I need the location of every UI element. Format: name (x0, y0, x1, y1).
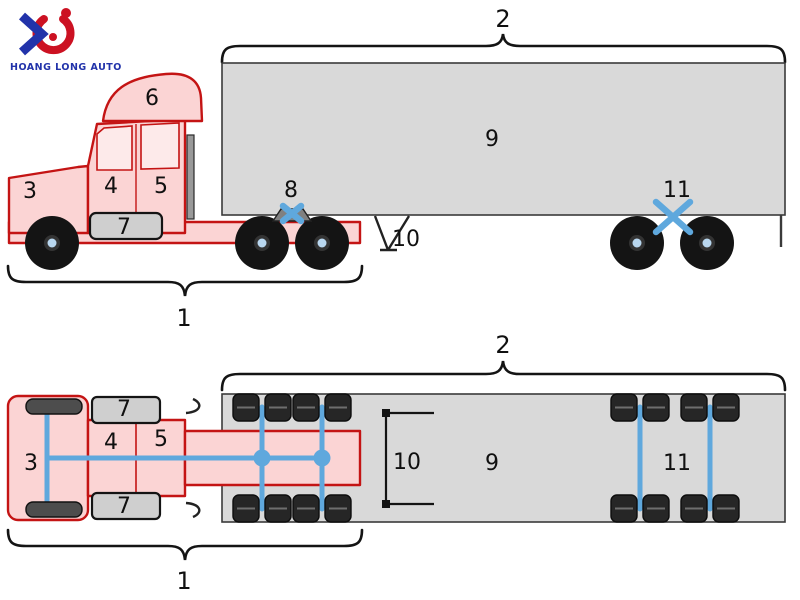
hub-dot (257, 238, 267, 248)
label-3-side: 3 (23, 179, 37, 204)
label-5-side: 5 (154, 174, 168, 199)
brand-logo: HOANG LONG AUTO (10, 8, 122, 73)
hub-dot (317, 238, 327, 248)
label-7-top-1: 7 (117, 397, 131, 422)
kingpin-marker (279, 202, 305, 225)
label-2-top: 2 (495, 331, 510, 359)
dimension-end-bottom (382, 500, 390, 508)
fuel-tank-top-2 (90, 491, 162, 521)
front-wheel-side (25, 216, 79, 270)
side-mirror-top (185, 397, 201, 415)
label-5-top: 5 (154, 427, 168, 452)
label-11-side: 11 (663, 178, 691, 203)
trailer-box-side (221, 62, 786, 216)
label-10-side: 10 (392, 227, 420, 252)
roof-fairing (101, 72, 204, 123)
label-9-top: 9 (485, 451, 499, 476)
top-view: 2 9 3 4 5 7 7 10 11 1 (6, 331, 787, 595)
label-7-side: 7 (117, 215, 131, 240)
label-2-side: 2 (495, 5, 510, 33)
landing-gear (373, 215, 411, 252)
label-6-side: 6 (145, 86, 159, 111)
brace-trailer-side (220, 33, 787, 64)
side-mirror-bottom (185, 501, 201, 519)
side-view: 2 9 6 3 4 5 7 8 10 11 1 (6, 5, 787, 332)
differential-2 (313, 449, 331, 467)
fuel-tank-side (88, 211, 164, 241)
label-4-side: 4 (104, 174, 118, 199)
trailer-wheel-2-side (680, 216, 734, 270)
label-1-top: 1 (176, 567, 191, 595)
hub-dot (702, 238, 712, 248)
drive-wheel-1-side (235, 216, 289, 270)
front-tire-top-left (25, 398, 83, 415)
width-dimension (382, 409, 434, 508)
label-4-top: 4 (104, 430, 118, 455)
label-8-side: 8 (284, 178, 298, 203)
drive-wheel-2-side (295, 216, 349, 270)
label-11-top: 11 (663, 451, 691, 476)
front-tire-top-right (25, 501, 83, 518)
tractor-tandem-tires (232, 393, 352, 523)
label-3-top: 3 (24, 451, 38, 476)
brace-tractor-side (6, 264, 364, 297)
trailer-tandem-tires (610, 393, 740, 523)
trailer-wheel-1-side (610, 216, 664, 270)
label-10-top: 10 (393, 450, 421, 475)
differential-1 (253, 449, 271, 467)
brand-text: HOANG LONG AUTO (10, 62, 122, 73)
dimension-end-top (382, 409, 390, 417)
label-1-side: 1 (176, 304, 191, 332)
exhaust-stack (186, 134, 195, 220)
door-window (96, 125, 133, 171)
label-9-side: 9 (485, 127, 499, 152)
label-7-top-2: 7 (117, 494, 131, 519)
brace-tractor-top (6, 528, 364, 561)
fuel-tank-top-1 (90, 395, 162, 425)
logo-red-ball (61, 8, 71, 18)
brace-trailer-top (220, 360, 787, 392)
sleeper-window (140, 122, 180, 170)
logo-red-dot (49, 33, 57, 41)
logo-blue-mark (18, 12, 49, 56)
trailer-axle-marker (652, 198, 694, 236)
hub-dot (47, 238, 57, 248)
hub-dot (632, 238, 642, 248)
